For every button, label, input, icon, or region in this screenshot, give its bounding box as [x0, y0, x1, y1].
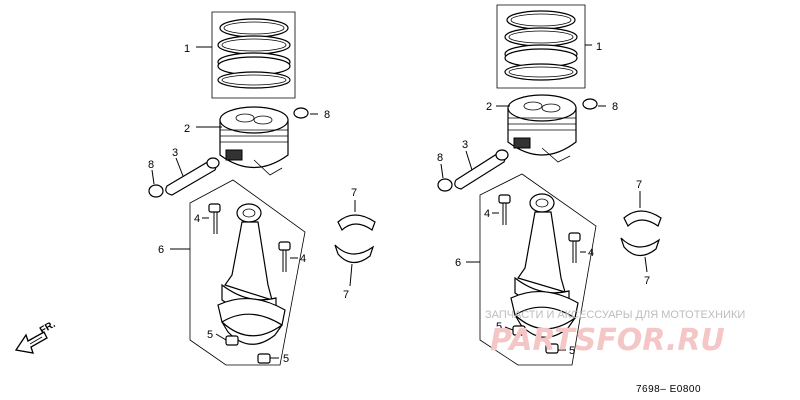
callout-left-5a: 5	[207, 329, 213, 341]
right-assembly	[437, 4, 662, 366]
watermark: ЗАПЧАСТИ И АКСЕССУАРЫ ДЛЯ МОТОТЕХНИКИ PA…	[485, 309, 745, 358]
callout-left-8a: 8	[324, 109, 330, 121]
callout-left-5b: 5	[283, 353, 289, 365]
piston-pin-right	[454, 149, 509, 190]
callout-right-1: 1	[596, 41, 602, 53]
rod-bolt-upper-right	[498, 194, 511, 225]
callout-right-7b: 7	[644, 275, 650, 287]
watermark-caption: ЗАПЧАСТИ И АКСЕССУАРЫ ДЛЯ МОТОТЕХНИКИ	[485, 309, 745, 321]
right-callouts: 1 2 8 8 3 6 4 4 5 5 7 7	[437, 41, 650, 357]
callout-right-6: 6	[455, 257, 461, 269]
piston-rings-right	[504, 10, 578, 81]
rod-nut-right-right	[545, 343, 559, 354]
connecting-rod-right	[510, 193, 579, 338]
piston-rings	[217, 18, 291, 89]
callout-right-5b: 5	[569, 345, 575, 357]
callout-right-8b: 8	[437, 152, 443, 164]
callout-right-4a: 4	[484, 208, 490, 220]
connecting-rod	[217, 203, 286, 345]
callout-left-1: 1	[184, 43, 190, 55]
rod-nut-left-right	[512, 325, 526, 336]
callout-right-2: 2	[486, 101, 492, 113]
diagram-code: 7698– E0800	[636, 384, 701, 395]
connecting-rod-frame-right	[479, 173, 597, 366]
piston-right	[507, 94, 577, 163]
front-arrow-icon	[14, 331, 48, 354]
circlip-left	[148, 184, 164, 198]
callout-left-7a: 7	[351, 187, 357, 199]
left-assembly	[148, 11, 376, 366]
rod-bolt-lower	[278, 241, 291, 272]
bearing-lower-right	[620, 237, 661, 257]
piston-ring-set-frame-right	[496, 4, 586, 89]
callout-left-4b: 4	[300, 253, 306, 265]
connecting-rod-frame	[189, 179, 306, 366]
callout-left-3: 3	[172, 147, 178, 159]
watermark-brand: PARTSFOR.RU	[490, 323, 725, 358]
circlip-right-b	[582, 98, 598, 110]
piston-pin	[165, 157, 220, 196]
rod-bolt-upper	[208, 203, 221, 234]
bearing-upper-right	[623, 210, 662, 227]
piston	[219, 106, 289, 176]
bearing-upper	[337, 214, 376, 231]
callout-left-4a: 4	[194, 213, 200, 225]
callout-right-4b: 4	[588, 247, 594, 259]
bearing-lower	[334, 244, 375, 264]
callout-right-3: 3	[462, 139, 468, 151]
rod-bolt-lower-right	[568, 232, 581, 263]
callout-right-5a: 5	[496, 321, 502, 333]
callout-right-7a: 7	[636, 179, 642, 191]
callout-left-6: 6	[158, 244, 164, 256]
rod-nut-right	[257, 353, 271, 364]
callout-left-2: 2	[184, 123, 190, 135]
left-callouts: 1 2 8 8 3 6 4 4 5 5 7 7	[148, 43, 357, 365]
front-label: FR.	[38, 319, 58, 337]
circlip-right	[293, 107, 309, 119]
callout-right-8a: 8	[612, 101, 618, 113]
callout-left-8b: 8	[148, 159, 154, 171]
callout-left-7b: 7	[343, 289, 349, 301]
rod-nut-left	[225, 335, 239, 346]
piston-ring-set-frame	[211, 11, 296, 99]
front-direction-indicator: FR.	[14, 319, 58, 354]
circlip-left-b	[437, 178, 453, 192]
